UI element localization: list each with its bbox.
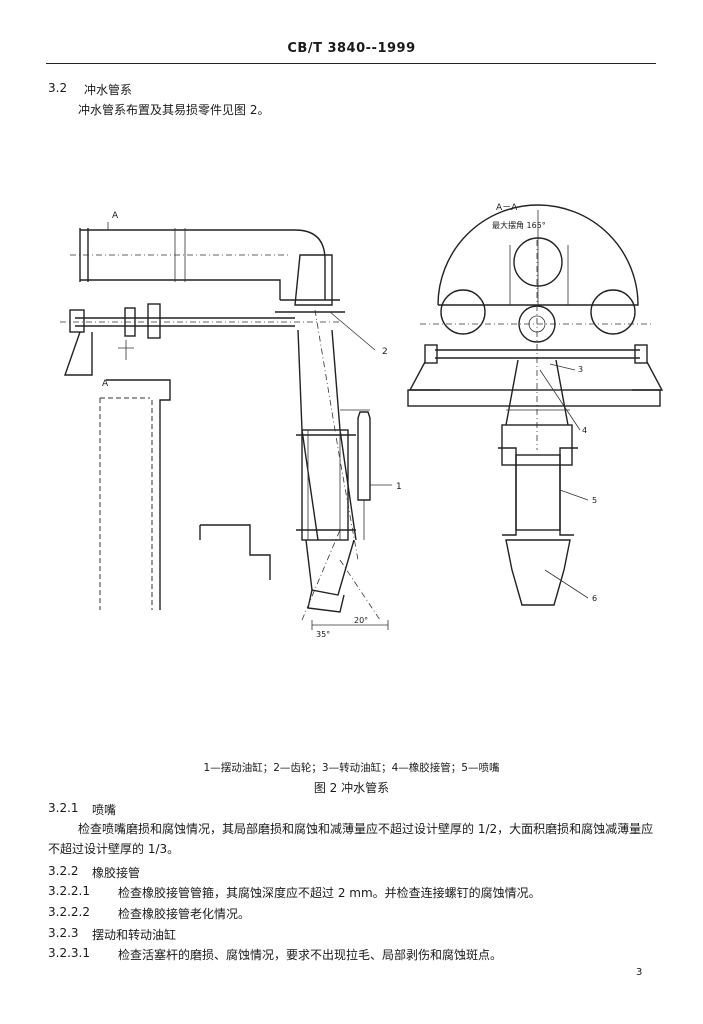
section-3-2-2-2-body: 检查橡胶接管老化情况。 [118, 907, 251, 921]
dimension-20-degrees: 20° [354, 616, 368, 625]
figure-caption: 图 2 冲水管系 [313, 781, 390, 795]
dimension-35-degrees: 35° [316, 630, 330, 639]
section-3-2-3-number: 3.2.3 [48, 926, 79, 940]
header-rule [46, 63, 656, 64]
left-elevation-view: A A 2 1 35° [60, 211, 402, 639]
section-view-title: A－A [496, 203, 518, 213]
page-number: 3 [636, 967, 643, 978]
section-3-2-3-1-number: 3.2.3.1 [48, 946, 90, 960]
section-3-2-intro: 冲水管系布置及其易损零件见图 2。 [78, 103, 270, 117]
section-mark-a-bottom: A [102, 379, 109, 389]
section-view-a-a: A－A 最大摆角 165° 3 4 5 6 [407, 203, 664, 606]
label-5: 5 [592, 496, 597, 505]
section-3-2-number: 3.2 [48, 81, 68, 95]
section-3-2-3-title: 摆动和转动油缸 [92, 928, 177, 942]
flushing-pipe-drawing: A A 2 1 35° [60, 203, 664, 639]
section-3-2-2-2-number: 3.2.2.2 [48, 905, 90, 919]
figure-legend: 1—摆动油缸；2—齿轮；3—转动油缸；4—橡胶接管；5—喷嘴 [203, 762, 500, 774]
section-3-2-1-number: 3.2.1 [48, 801, 79, 815]
section-3-2-2-title: 橡胶接管 [92, 866, 141, 880]
section-3-2-2-1-body: 检查橡胶接管管箍，其腐蚀深度应不超过 2 mm。并检查连接螺钉的腐蚀情况。 [118, 886, 541, 900]
label-3: 3 [578, 365, 583, 374]
label-4: 4 [582, 426, 587, 435]
label-2-left: 2 [382, 347, 388, 357]
section-3-2-title: 冲水管系 [84, 83, 133, 97]
max-swing-angle-label: 最大摆角 165° [492, 220, 546, 230]
label-1: 1 [396, 482, 402, 492]
section-3-2-1-body: 检查喷嘴磨损和腐蚀情况，其局部磨损和腐蚀和减薄量应不超过设计壁厚的 1/2，大面… [48, 822, 654, 856]
section-3-2-2-number: 3.2.2 [48, 864, 79, 878]
label-6: 6 [592, 594, 597, 603]
section-mark-a-top: A [112, 211, 119, 221]
section-3-2-1-title: 喷嘴 [92, 803, 117, 817]
standard-code-header: CB/T 3840--1999 [287, 41, 416, 56]
section-3-2-2-1-number: 3.2.2.1 [48, 884, 90, 898]
section-3-2-3-1-body: 检查活塞杆的磨损、腐蚀情况，要求不出现拉毛、局部剥伤和腐蚀斑点。 [118, 948, 503, 962]
